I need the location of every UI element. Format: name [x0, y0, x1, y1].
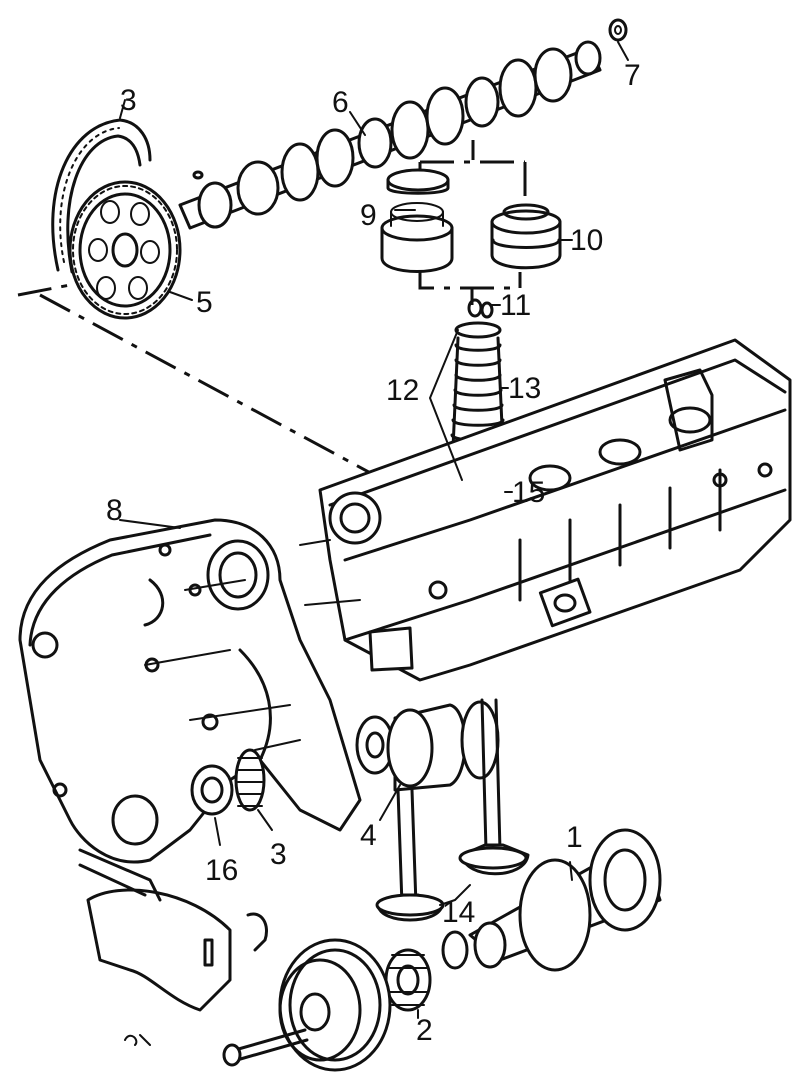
callout-10: 10: [570, 224, 603, 257]
callout-9: 9: [360, 199, 377, 232]
callout-5: 5: [196, 286, 213, 319]
camshaft-sprocket: [68, 180, 182, 320]
corner-mark: [124, 1034, 151, 1046]
hydraulic-tappet: [490, 203, 562, 270]
callout-3-lower: 3: [270, 838, 287, 871]
callout-1: 1: [566, 821, 583, 854]
valves: [375, 698, 530, 922]
tappet-bucket: [380, 202, 454, 273]
callout-15: 15: [512, 476, 545, 509]
alignment-line: [17, 283, 431, 507]
valve-collets: [467, 298, 494, 319]
callout-14: 14: [442, 896, 475, 929]
cover-bolts: [52, 539, 361, 798]
timing-cover-lower: [78, 848, 268, 1012]
crankshaft: [441, 828, 662, 972]
leader-lines: [119, 41, 629, 1019]
callout-3-belt: 3: [120, 84, 137, 117]
callouts: 1 2 3 3 4 5 6 7 8 9 10 11 12 13 14 15 16: [106, 59, 641, 1047]
callout-11: 11: [500, 289, 531, 322]
camshaft: [178, 40, 602, 230]
crankshaft-sprocket: [384, 948, 432, 1012]
belt-tensioner: [190, 748, 266, 816]
cylinder-head: [318, 338, 792, 682]
callout-16: 16: [205, 854, 238, 887]
pulley-bolt: [222, 1028, 309, 1067]
callout-7: 7: [624, 59, 641, 92]
callout-13: 13: [508, 372, 541, 405]
callout-2: 2: [416, 1014, 433, 1047]
tappet-shim: [386, 168, 450, 195]
callout-8: 8: [106, 494, 123, 527]
timing-cover-rear: [18, 518, 362, 864]
camshaft-seal: [608, 18, 628, 42]
callout-4: 4: [360, 819, 377, 852]
callout-12: 12: [386, 374, 419, 407]
crankshaft-pulley: [278, 938, 392, 1072]
callout-6: 6: [332, 86, 349, 119]
intermediate-shaft: [355, 700, 500, 792]
timing-belt-upper: [51, 118, 152, 274]
